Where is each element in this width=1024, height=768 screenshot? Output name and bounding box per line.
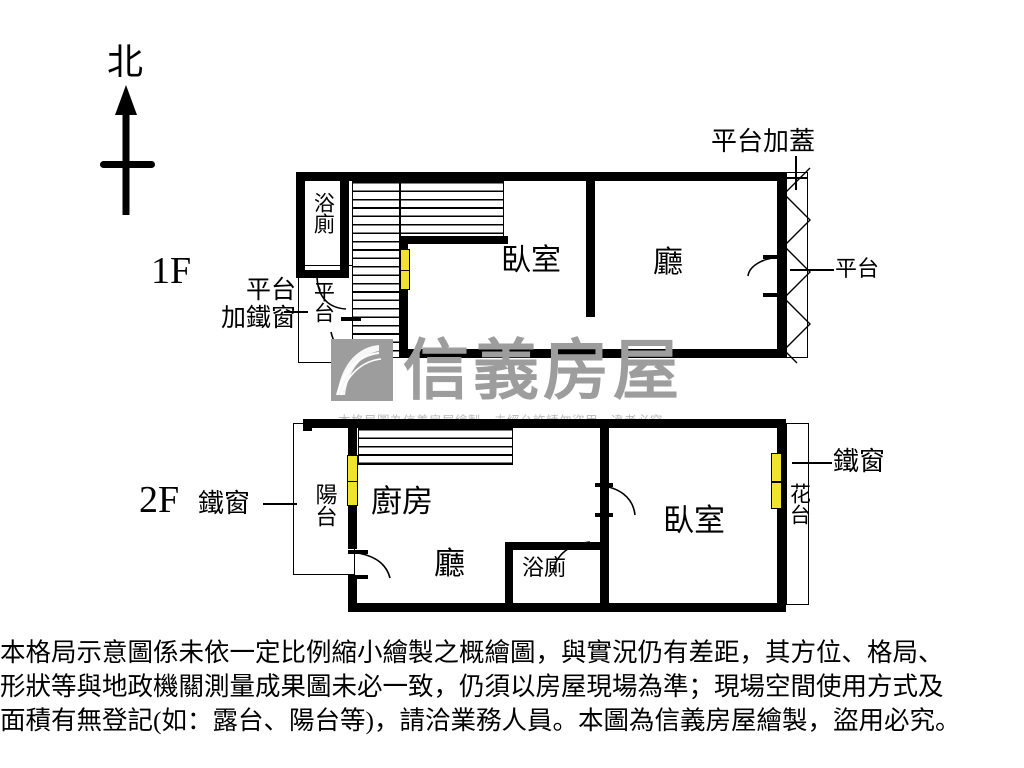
1f-stair-enclosure-wall-top (400, 236, 508, 244)
2f-door-living-bedroom (595, 483, 637, 517)
floor-tag-1f: 1F (151, 250, 192, 292)
2f-bathroom-wall-top (505, 542, 605, 550)
2f-window-balcony-mullion (348, 480, 357, 483)
callout-1f-platform-roofed: 平台加蓋 (711, 127, 816, 156)
callout-1f-platform-right: 平台 (835, 256, 880, 281)
floor-tag-2f: 2F (139, 479, 180, 521)
disclaimer-line-2: 形狀等與地政機關測量成果圖未必一致，仍須以房屋現場為準；現場空間使用方式及 (0, 672, 944, 701)
1f-window-stairwell-mullion (401, 269, 409, 272)
1f-bedroom-living-divider (586, 172, 595, 317)
2f-room-label-living-room: 廳 (434, 546, 465, 581)
disclaimer: 本格局示意圖係未依一定比例縮小繪製之概繪圖，與實況仍有差距，其方位、格局、 形狀… (0, 636, 1024, 738)
1f-wall-left (296, 172, 305, 278)
leader-1f-platform-iron-window (284, 311, 308, 313)
2f-window-balcony (347, 455, 358, 506)
leader-1f-platform-right (790, 269, 834, 271)
1f-wall-bottom (340, 349, 786, 358)
disclaimer-line-3: 面積有無登記(如：露台、陽台等)，請洽業務人員。本圖為信義房屋繪製，盜用必究。 (0, 706, 961, 735)
2f-wall-right (777, 419, 786, 612)
1f-bathroom-wall-bottom (296, 270, 349, 278)
disclaimer-line-1: 本格局示意圖係未依一定比例縮小繪製之概繪圖，與實況仍有差距，其方位、格局、 (0, 638, 944, 667)
2f-room-label-bathroom: 浴廁 (522, 555, 567, 580)
1f-room-label-platform-inner: 平台 (311, 281, 336, 323)
1f-wall-right (777, 172, 786, 358)
2f-room-label-flower-bed: 花台 (787, 483, 812, 525)
1f-door-bathroom (315, 276, 349, 312)
2f-wall-bottom (348, 603, 786, 612)
callout-1f-platform-iron-window-line2: 加鐵窗 (220, 305, 296, 332)
north-label: 北 (107, 42, 144, 82)
1f-bathroom-wall-right (340, 172, 349, 278)
1f-platform-right-hatch (783, 167, 811, 364)
1f-stairs-upper-run (400, 181, 504, 240)
2f-stairs-edge (358, 463, 513, 465)
1f-platform-right-outline (786, 172, 808, 358)
1f-room-label-living-room: 廳 (653, 246, 683, 279)
callout-2f-iron-window-left: 鐵窗 (198, 489, 251, 518)
callout-1f-platform-iron-window-line1: 平台 (245, 277, 296, 304)
2f-room-label-kitchen: 廚房 (371, 484, 433, 519)
2f-window-flower-bed (771, 453, 782, 509)
2f-door-bathroom (552, 540, 592, 574)
1f-room-label-bathroom: 浴廁 (311, 192, 336, 234)
2f-wall-top (303, 419, 786, 428)
1f-wall-top (296, 172, 786, 181)
1f-room-label-bedroom: 臥室 (501, 244, 561, 277)
north-arrow-icon (95, 85, 185, 215)
2f-flower-bed-outline (786, 423, 809, 605)
1f-window-stairwell (400, 249, 410, 290)
callout-1f-platform-iron-window: 平台 加鐵窗 (178, 277, 296, 333)
2f-window-flower-bed-mullion (772, 481, 781, 483)
2f-room-label-bedroom: 臥室 (663, 503, 725, 538)
2f-balcony-wall-bottom-stub (348, 575, 357, 612)
leader-2f-iron-window-right (792, 462, 832, 464)
2f-bathroom-wall-left (505, 542, 513, 612)
watermark-brand-text: 信義房屋 (403, 333, 683, 407)
2f-wall-left-upper (303, 419, 312, 431)
callout-2f-iron-window-right: 鐵窗 (833, 447, 886, 476)
leader-1f-platform-roofed-horz (784, 177, 808, 179)
1f-stair-enclosure-wall-right (400, 236, 408, 358)
1f-door-living-to-platform (747, 255, 783, 297)
leader-1f-platform-roofed-vert (795, 156, 797, 190)
leader-2f-iron-window-left (263, 503, 297, 505)
2f-stairs (358, 428, 513, 465)
1f-door-stair-bottom (341, 316, 361, 322)
1f-door-platform (330, 330, 370, 364)
2f-door-kitchen-balcony (348, 550, 392, 580)
2f-room-label-balcony: 陽台 (312, 483, 338, 527)
